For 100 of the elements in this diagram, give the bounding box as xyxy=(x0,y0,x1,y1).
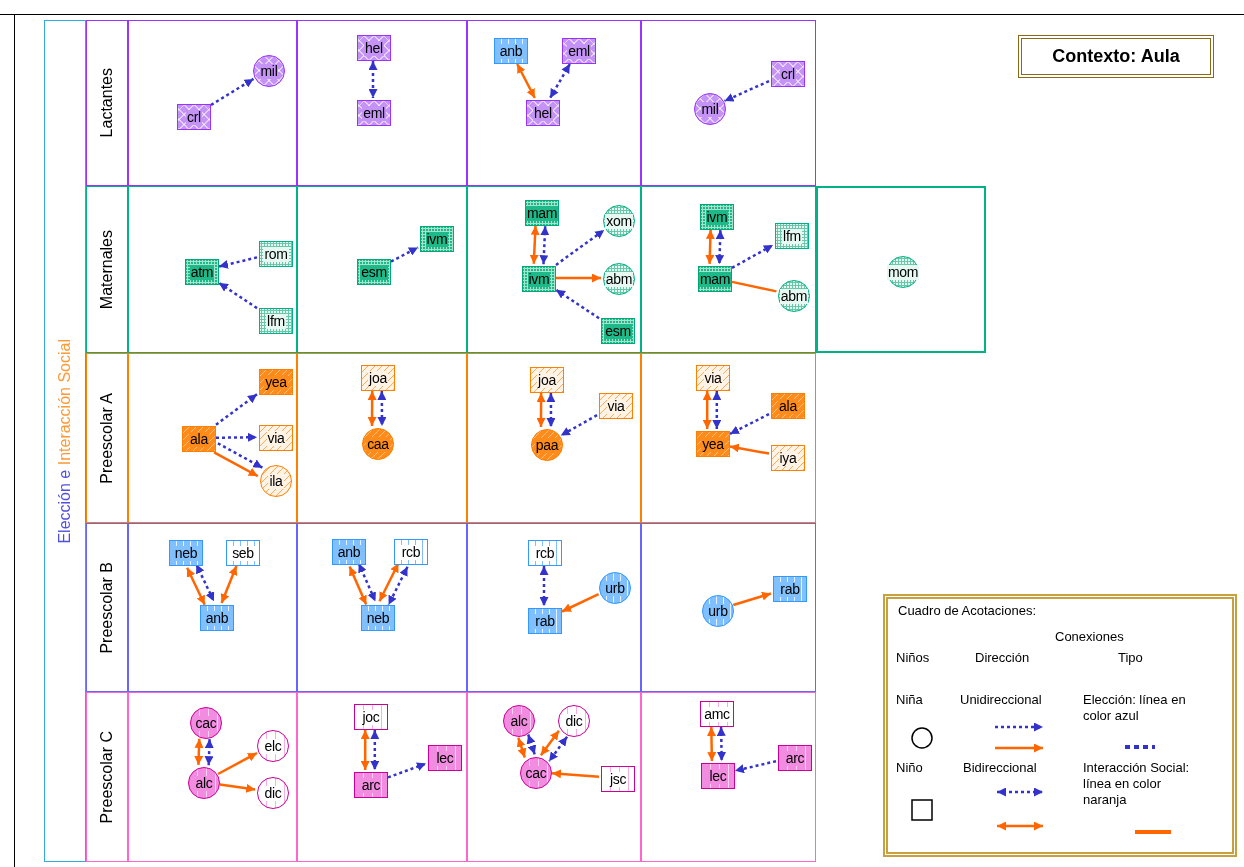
grid-cell xyxy=(128,353,297,523)
square-node: arc xyxy=(778,745,812,771)
arrow xyxy=(732,591,772,607)
circle-node: urb xyxy=(599,572,631,604)
circle-node: paa xyxy=(531,429,563,461)
double-arrow xyxy=(220,565,238,604)
circle-node: dic xyxy=(558,705,590,737)
grid-cell xyxy=(816,186,986,353)
grid-cell xyxy=(641,692,816,862)
square-node: lec xyxy=(701,763,735,789)
arrow xyxy=(551,769,600,779)
circle-node: mil xyxy=(253,55,285,87)
dotted-arrow xyxy=(216,432,257,442)
square-node: anb xyxy=(494,38,528,64)
double-arrow xyxy=(536,393,546,427)
legend-label: Niño xyxy=(896,760,923,776)
grid-cell xyxy=(128,20,297,186)
dotted-arrow xyxy=(218,281,258,310)
double-arrow xyxy=(367,391,377,426)
square-node: jsc xyxy=(601,766,635,792)
square-node: yea xyxy=(696,431,730,457)
square-node: joc xyxy=(354,704,388,730)
dotted-arrow xyxy=(390,246,419,263)
dotted-double-arrow xyxy=(370,730,380,770)
grid-cell xyxy=(297,186,467,353)
double-arrow xyxy=(360,730,370,770)
dotted-arrow xyxy=(218,256,258,269)
column-header: Niños xyxy=(896,650,930,666)
circle-node: cac xyxy=(190,707,222,739)
double-arrow xyxy=(516,737,527,758)
square-node: joa xyxy=(530,367,564,393)
square-node: mam xyxy=(698,266,732,292)
dotted-double-arrow xyxy=(715,230,725,265)
square-node: eml xyxy=(562,38,596,64)
circle-node: mom xyxy=(887,256,919,288)
square-node: neb xyxy=(361,605,395,631)
circle-node: caa xyxy=(362,428,394,460)
legend-label: Unidireccional xyxy=(960,692,1042,708)
square-node: ala xyxy=(771,393,805,419)
dotted-arrow xyxy=(387,762,427,779)
arrow xyxy=(729,443,770,455)
square-node: rab xyxy=(528,608,562,634)
square-node: via xyxy=(599,393,633,419)
circle-node: abm xyxy=(778,280,810,312)
square-node: yea xyxy=(259,369,293,395)
circle-node: alc xyxy=(503,705,535,737)
dotted-arrow xyxy=(724,79,770,103)
legend-label: Bidireccional xyxy=(963,760,1037,776)
connector-line xyxy=(731,280,777,293)
circle-node: cac xyxy=(520,757,552,789)
circle-node: ila xyxy=(260,465,292,497)
square-node: esm xyxy=(357,259,391,285)
square-node: arc xyxy=(354,772,388,798)
grid-cell xyxy=(467,20,641,186)
dotted-arrow xyxy=(210,77,255,107)
dotted-double-arrow xyxy=(548,735,569,763)
dotted-double-arrow xyxy=(539,566,549,606)
circle-node: xom xyxy=(603,205,635,237)
square-node: lec xyxy=(428,745,462,771)
grid-cell xyxy=(641,20,816,186)
square-node: ivm xyxy=(522,266,556,292)
grid-cell xyxy=(297,20,467,186)
arrow xyxy=(217,751,258,776)
square-node: via xyxy=(259,425,293,451)
square-node: ivm xyxy=(700,204,734,230)
double-arrow xyxy=(539,729,560,757)
dotted-double-arrow xyxy=(549,63,571,99)
dotted-double-arrow xyxy=(546,393,556,427)
grid-cell xyxy=(297,523,467,692)
legend-label: Interacción Social: línea en color naranja xyxy=(1083,760,1191,808)
double-arrow xyxy=(516,63,536,99)
circle-node: dic xyxy=(257,777,289,809)
vertical-heading: Elección e xyxy=(56,469,73,544)
grid-cell xyxy=(467,692,641,862)
column-header: Conexiones xyxy=(1055,629,1124,645)
dotted-double-arrow xyxy=(712,391,722,429)
row-header: Lactantes xyxy=(98,68,116,138)
arrow xyxy=(213,451,259,478)
square-node: mam xyxy=(525,200,559,226)
legend-label: Elección: línea en color azul xyxy=(1083,692,1187,724)
dotted-double-arrow xyxy=(387,566,409,606)
dotted-arrow xyxy=(729,413,770,435)
row-header: Preescolar C xyxy=(98,730,116,824)
double-arrow xyxy=(705,229,715,264)
circle-node: urb xyxy=(702,595,734,627)
dotted-arrow xyxy=(215,393,258,426)
square-node: rab xyxy=(773,576,807,602)
square-node: eml xyxy=(357,100,391,126)
square-node: neb xyxy=(169,540,203,566)
square-node: crl xyxy=(177,104,211,130)
square-node: via xyxy=(696,365,730,391)
square-node: anb xyxy=(200,605,234,631)
double-arrow xyxy=(702,391,712,429)
grid-cell xyxy=(297,353,467,523)
square-node: hel xyxy=(526,100,560,126)
circle-node: mil xyxy=(694,93,726,125)
arrow xyxy=(556,273,601,283)
column-header: Tipo xyxy=(1118,650,1143,666)
square-node: rom xyxy=(259,241,293,267)
legend-label: Niña xyxy=(896,692,923,708)
